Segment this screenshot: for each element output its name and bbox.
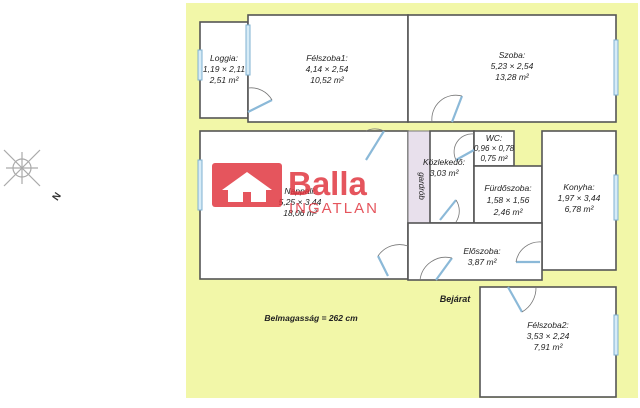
label-loggia: Loggia: 1,19 × 2,11 2,51 m² [203, 53, 245, 85]
label-felszoba2: Félszoba2: 3,53 × 2,24 7,91 m² [527, 320, 570, 352]
label-kozlekedo: Közlekedő: 3,03 m² [423, 157, 466, 178]
room-name: Előszoba: [463, 246, 501, 256]
window-felszoba1 [245, 24, 251, 76]
room-name: Loggia: [210, 53, 239, 63]
compass-icon: N [3, 149, 64, 203]
room-dims: 5,25 × 3,44 [279, 197, 322, 207]
door-felszoba1 [365, 128, 385, 161]
room-dims: 0,96 × 0,78 [474, 144, 515, 153]
room-area: 18,06 m² [283, 208, 318, 218]
room-area: 2,51 m² [209, 75, 240, 85]
label-szoba: Szoba: 5,23 × 2,54 13,28 m² [491, 50, 534, 82]
label-nappali: Nappali: 5,25 × 3,44 18,06 m² [279, 186, 322, 218]
window-felszoba2 [613, 314, 619, 356]
room-konyha [541, 130, 617, 271]
room-dims: 3,53 × 2,24 [527, 331, 570, 341]
entrance-label: Bejárat [440, 294, 472, 304]
room-area: 3,03 m² [430, 168, 460, 178]
room-eloszoba [407, 222, 543, 281]
compass-north-label: N [51, 191, 64, 203]
door-felszoba2 [507, 286, 537, 313]
label-wc: WC: 0,96 × 0,78 0,75 m² [474, 133, 515, 163]
room-name: Konyha: [563, 182, 595, 192]
room-dims: 5,23 × 2,54 [491, 61, 534, 71]
door-furdoszoba [439, 199, 460, 223]
room-name: Fürdőszoba: [484, 183, 532, 193]
door-nappali [377, 244, 409, 277]
room-kozlekedo [429, 130, 475, 224]
room-dims: 4,14 × 2,54 [306, 64, 349, 74]
room-dims: 1,58 × 1,56 [487, 195, 530, 205]
room-szoba [407, 14, 617, 123]
room-name: Félszoba2: [527, 320, 569, 330]
room-loggia [199, 21, 249, 119]
room-name: Közlekedő: [423, 157, 466, 167]
window-loggia [197, 49, 203, 81]
room-name: WC: [486, 133, 503, 143]
room-area: 0,75 m² [480, 154, 507, 163]
room-area: 7,91 m² [534, 342, 564, 352]
window-konyha [613, 174, 619, 221]
room-felszoba2 [479, 286, 617, 398]
door-wc [453, 133, 475, 161]
room-area: 6,78 m² [565, 204, 595, 214]
room-dims: 1,19 × 2,11 [203, 64, 245, 74]
room-area: 3,87 m² [468, 257, 498, 267]
logo-text-balla: Balla [288, 165, 368, 202]
logo-text-ingatlan: INGATLAN [289, 200, 379, 217]
door-entrance [419, 256, 453, 281]
room-felszoba1 [247, 14, 409, 123]
room-name: Félszoba1: [306, 53, 348, 63]
room-area: 2,46 m² [493, 207, 524, 217]
window-nappali [197, 159, 203, 211]
room-area: 13,28 m² [495, 72, 530, 82]
door-loggia [247, 87, 273, 113]
door-konyha [515, 241, 543, 264]
room-name: Szoba: [499, 50, 526, 60]
room-dims: 1,97 × 3,44 [558, 193, 601, 203]
label-felszoba1: Félszoba1: 4,14 × 2,54 10,52 m² [306, 53, 349, 85]
label-gardrob: gardrób [417, 172, 426, 200]
room-area: 10,52 m² [310, 75, 345, 85]
ceiling-height-label: Belmagasság = 262 cm [264, 313, 358, 323]
room-name: Nappali: [284, 186, 316, 196]
door-szoba [431, 94, 464, 123]
window-szoba [613, 39, 619, 96]
label-eloszoba: Előszoba: 3,87 m² [463, 246, 501, 267]
label-furdoszoba: Fürdőszoba: 1,58 × 1,56 2,46 m² [484, 183, 532, 217]
label-konyha: Konyha: 1,97 × 3,44 6,78 m² [558, 182, 601, 214]
watermark-logo: Balla INGATLAN [212, 163, 379, 217]
